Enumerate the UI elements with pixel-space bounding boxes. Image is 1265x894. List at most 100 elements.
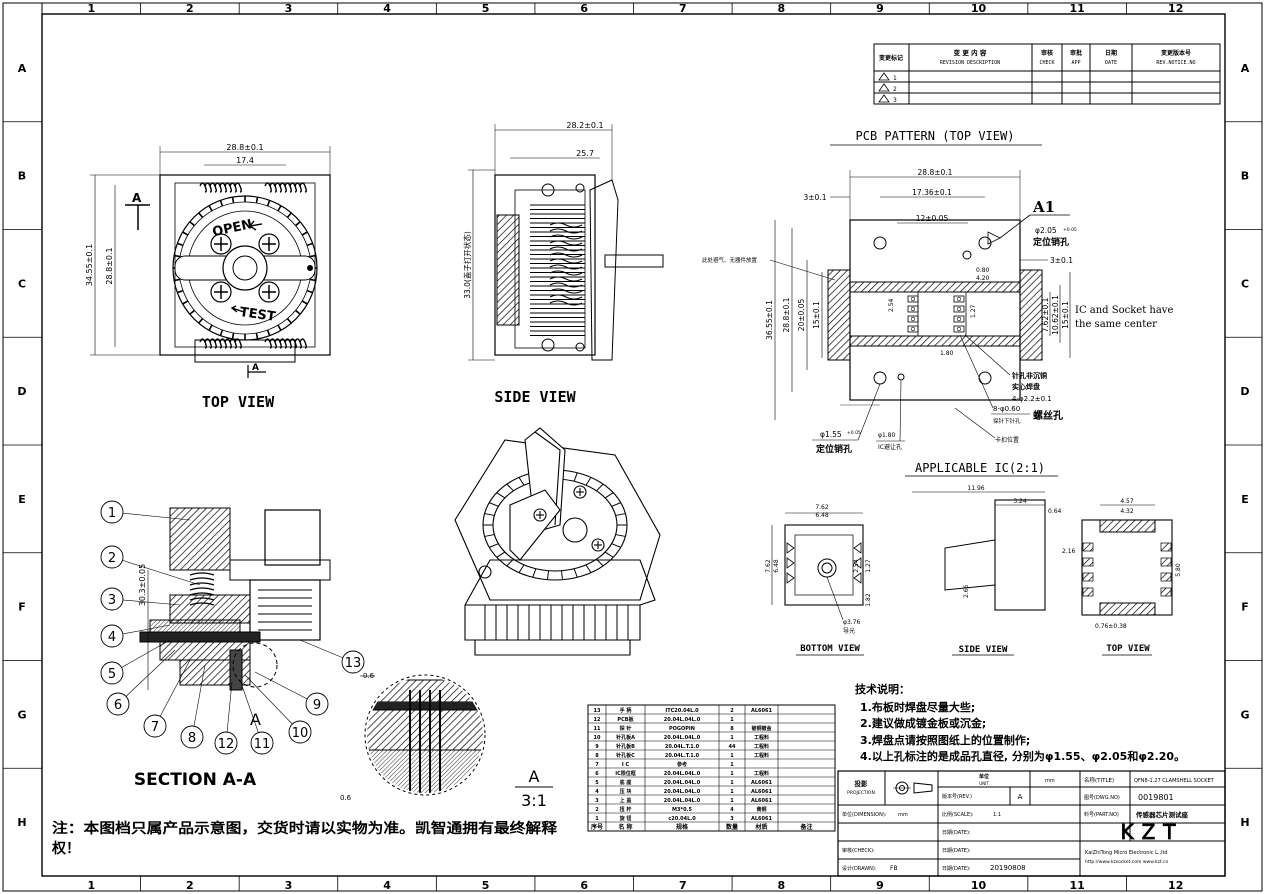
pcb-pattern: PCB PATTERN (TOP VIEW) 28.8±0.1 17.36±0.… (702, 129, 1173, 455)
bom-cell: 11 (594, 726, 601, 732)
callout-number: 12 (218, 737, 235, 752)
section-title: SECTION A-A (134, 770, 257, 790)
side-view-title: SIDE VIEW (494, 388, 576, 406)
dim-pcb-3-left: 3±0.1 (804, 193, 827, 202)
frame-column-label: 9 (876, 2, 884, 15)
screw-icon (210, 281, 232, 303)
tech-note-1: 1.布板时焊盘尽量大些; (860, 700, 975, 714)
callout-bubble (305, 692, 329, 716)
callout-bubble (214, 731, 238, 755)
frame-column-label: 1 (87, 2, 95, 15)
dim-label: 单位(DIMENSION): (842, 811, 887, 818)
bom-cell: 12 (594, 717, 601, 723)
detail-scale: 3:1 (521, 791, 547, 810)
bom-cell: 1 (730, 789, 734, 795)
ic-bottom-dot2: 导光 (843, 627, 855, 635)
rev-desc-en: REVISION DESCRIPTION (940, 60, 1000, 66)
frame-column-label: 9 (876, 879, 884, 892)
bom-cell: 13 (594, 708, 601, 714)
callout-number: 1 (108, 506, 116, 521)
svg-text:1: 1 (893, 75, 897, 82)
rev-app-cn: 审批 (1070, 49, 1082, 57)
frame-row-label: C (1241, 277, 1249, 290)
dim-pcb-0-80: 0.80 (976, 267, 990, 274)
rev-notice-en: REV.NOTICE.NO (1156, 60, 1195, 66)
dwg-label: 图号(DWG.NO) (1084, 795, 1120, 801)
frame-column-label: 5 (482, 879, 490, 892)
dim-top-inner: 17.4 (236, 156, 254, 165)
bom-cell: 5 (595, 780, 599, 786)
frame-column-label: 2 (186, 879, 194, 892)
pcb-pattern-title: PCB PATTERN (TOP VIEW) (856, 129, 1015, 143)
rev-check-cn: 审核 (1041, 49, 1053, 57)
callout-number: 3 (108, 593, 116, 608)
frame-column-label: 3 (285, 879, 293, 892)
callout-number: 13 (345, 656, 362, 671)
drawn-val: FB (890, 865, 898, 872)
bom-cell: M3*0.5 (672, 807, 692, 813)
bom-cell: 1 (730, 762, 734, 768)
bom-cell: 旋 钮 (619, 815, 632, 822)
rev-label: 版本号(REV.) (942, 793, 972, 800)
bom-header-cell: 数量 (726, 823, 738, 831)
frame-column-label: 11 (1069, 879, 1084, 892)
ic-bottom-p: 2.54 (853, 559, 860, 573)
bom-cell: 2 (595, 807, 599, 813)
unit-val: mm (1045, 778, 1055, 784)
frame-row-label: G (1240, 708, 1249, 721)
screw-icon (258, 233, 280, 255)
bom-cell: 20.04L.04L.0 (664, 771, 701, 777)
frame-column-label: 6 (580, 2, 588, 15)
hole-22: 4-φ2.2±0.1 (1012, 395, 1052, 403)
frame-column-label: 12 (1168, 879, 1183, 892)
rev-desc-cn: 变 更 内 容 (954, 48, 987, 57)
top-view-title: TOP VIEW (202, 393, 275, 411)
side-view: 28.2±0.1 25.7 33.0(盖子打开状态) SIDE VIEW (462, 121, 664, 406)
rev-date-en: DATE (1105, 60, 1117, 66)
solid-pad-note: 实心焊盘 (1012, 382, 1040, 391)
bom-cell: c20.04L.0 (668, 816, 696, 822)
dim-top-height: 34.55±0.1 (85, 244, 94, 286)
bom-cell: 9 (595, 744, 599, 750)
section-mark-a2: A (252, 363, 259, 373)
dim-pcb-12: 12±0.05 (916, 214, 949, 223)
bom-cell: 工程料 (754, 752, 769, 759)
ic-hole-label: IC避让孔 (878, 443, 902, 451)
frame-row-label: A (18, 62, 27, 75)
ic-bottom-h1: 7.62 (765, 559, 772, 573)
rev-row-3: 3 (878, 94, 897, 104)
callout-bubble (143, 714, 167, 738)
test-label: TEST (239, 305, 277, 325)
ic-bottom-w1: 7.62 (815, 504, 829, 511)
bom-cell: 3 (730, 816, 734, 822)
center-note-line1: IC and Socket have (1075, 305, 1173, 316)
detail-dim: 0.6 (363, 672, 375, 680)
company-name: KaiZhiTong Micro Electronic L.,ltd (1085, 850, 1168, 856)
ic-bottom-r: 1.82 (865, 593, 872, 607)
bom-cell: 20.04L.04L.0 (664, 789, 701, 795)
detail-dim-2: 0.6 (340, 794, 352, 802)
bom-cell: 1 (730, 798, 734, 804)
section-height-dim: 30.3±0.05 (138, 564, 147, 606)
callout-bubble (100, 587, 124, 611)
ic-top-h: 5.80 (1175, 563, 1182, 577)
frame-row-label: D (1240, 385, 1249, 398)
ic-top-view-title: TOP VIEW (1106, 644, 1150, 654)
callout-number: 10 (292, 726, 309, 741)
dim-val: mm (898, 812, 908, 818)
check-date: 日期(DATE): (942, 830, 971, 836)
callout-bubble (100, 545, 124, 569)
screw-icon (258, 281, 280, 303)
section-mark-a: A (132, 191, 142, 205)
ic-side-total: 11.96 (967, 485, 984, 492)
bom-cell: 8 (595, 753, 599, 759)
tech-note-4: 4.以上孔标注的是成品孔直径, 分别为φ1.55、φ2.05和φ2.20。 (860, 749, 1185, 763)
ic-bottom-h2: 6.48 (773, 559, 780, 573)
applicable-ic: APPLICABLE IC(2:1) 7.62 6.48 7.62 6.48 2… (765, 461, 1182, 656)
bom-cell: 针孔板C (615, 752, 635, 759)
rev-notice-cn: 变更版本号 (1161, 49, 1191, 57)
applicable-ic-title: APPLICABLE IC(2:1) (915, 461, 1045, 475)
hole-205-tol: +0.05 (1063, 227, 1077, 233)
bom-cell: 6 (595, 771, 599, 777)
